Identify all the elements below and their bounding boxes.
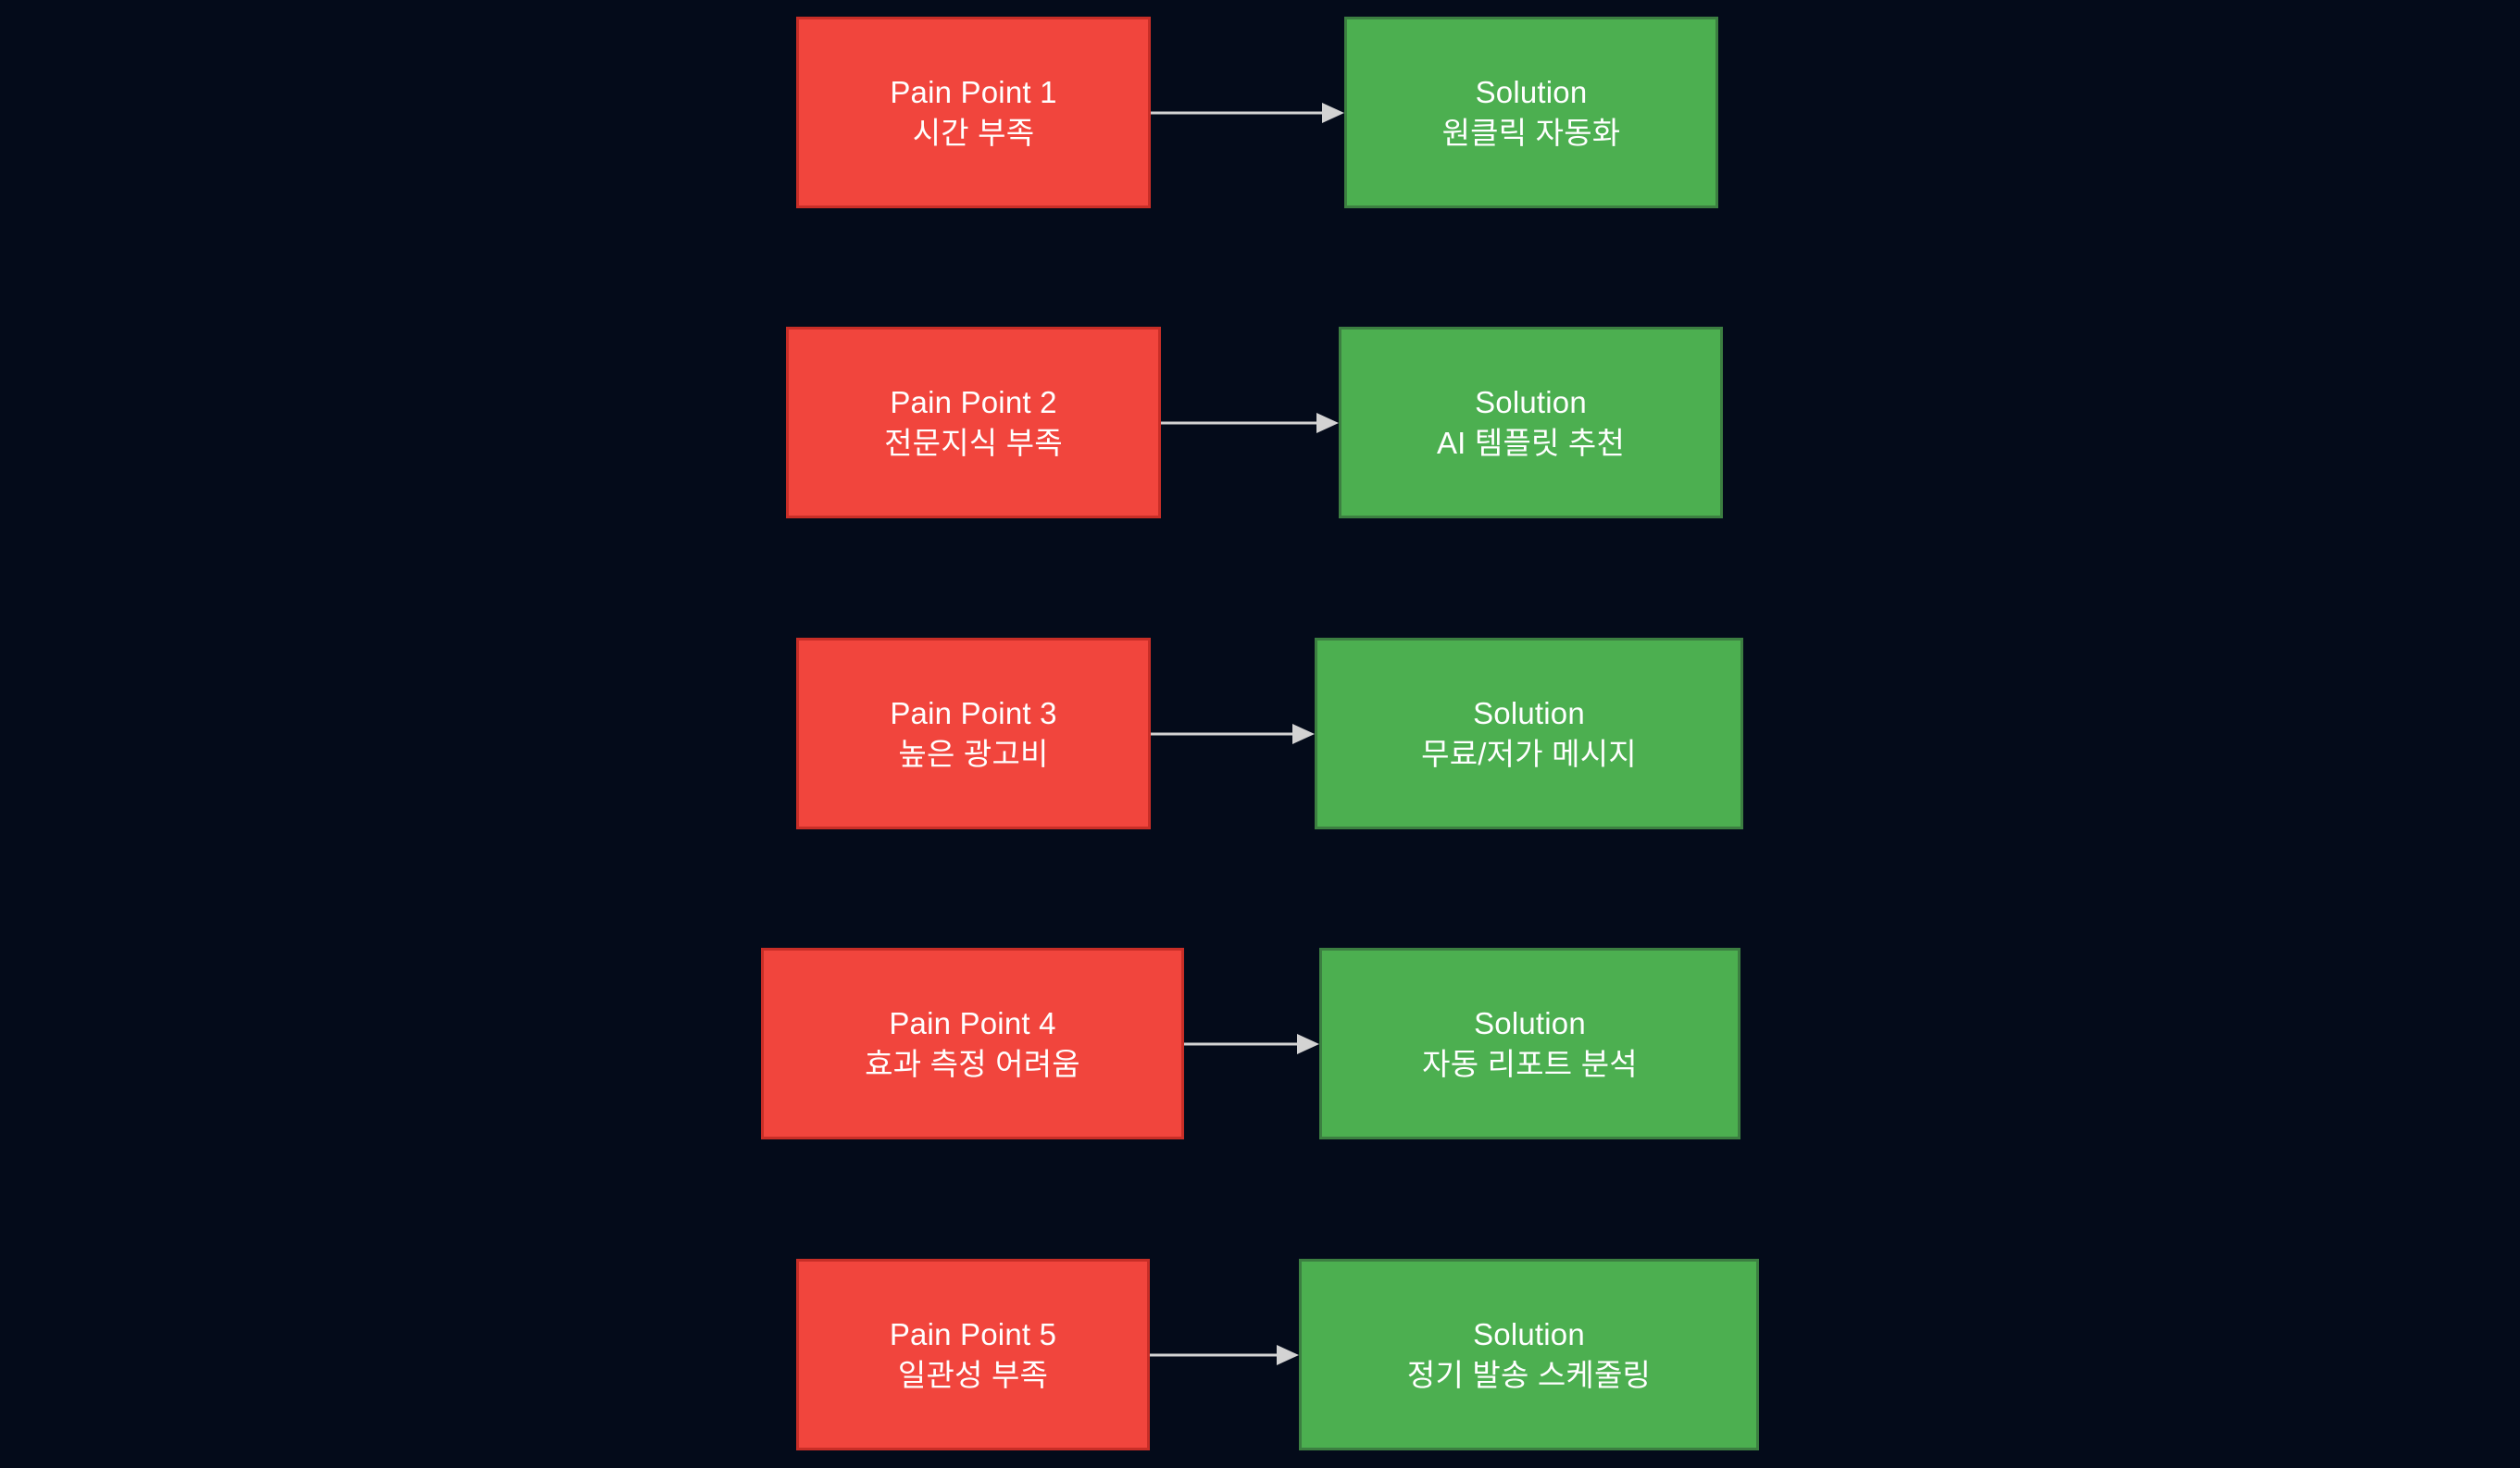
pain-node-detail: 효과 측정 어려움: [865, 1046, 1080, 1081]
pain-node-title: Pain Point 2: [890, 384, 1057, 419]
solution-node-detail: AI 템플릿 추천: [1436, 425, 1626, 460]
solution-node-2[interactable]: Solution AI 템플릿 추천: [1339, 327, 1723, 518]
solution-node-3[interactable]: Solution 무료/저가 메시지: [1315, 638, 1743, 829]
pain-node-title: Pain Point 4: [889, 1005, 1056, 1040]
solution-node-title: Solution: [1475, 74, 1588, 109]
solution-node-title: Solution: [1475, 384, 1587, 419]
pain-point-node-2[interactable]: Pain Point 2 전문지식 부족: [786, 327, 1161, 518]
solution-node-1[interactable]: Solution 원클릭 자동화: [1344, 17, 1718, 208]
pain-node-detail: 높은 광고비: [898, 736, 1049, 771]
solution-node-5[interactable]: Solution 정기 발송 스케줄링: [1299, 1259, 1759, 1450]
solution-node-title: Solution: [1474, 1005, 1586, 1040]
solution-node-detail: 무료/저가 메시지: [1421, 736, 1637, 771]
pain-point-node-1[interactable]: Pain Point 1 시간 부족: [796, 17, 1151, 208]
flow-arrow-4: [1184, 1030, 1319, 1058]
solution-node-title: Solution: [1473, 695, 1585, 730]
pain-node-title: Pain Point 5: [889, 1316, 1057, 1351]
solution-node-4[interactable]: Solution 자동 리포트 분석: [1319, 948, 1740, 1139]
solution-node-detail: 원클릭 자동화: [1441, 115, 1621, 150]
flow-arrow-3: [1151, 720, 1315, 748]
pain-node-title: Pain Point 3: [890, 695, 1057, 730]
flow-arrow-2: [1161, 409, 1339, 437]
pain-point-node-4[interactable]: Pain Point 4 효과 측정 어려움: [761, 948, 1184, 1139]
pain-node-detail: 전문지식 부족: [884, 425, 1063, 460]
solution-node-detail: 자동 리포트 분석: [1422, 1046, 1638, 1081]
solution-node-title: Solution: [1473, 1316, 1585, 1351]
pain-point-node-3[interactable]: Pain Point 3 높은 광고비: [796, 638, 1151, 829]
pain-node-detail: 시간 부족: [912, 115, 1035, 150]
pain-node-detail: 일관성 부족: [897, 1357, 1049, 1392]
solution-node-detail: 정기 발송 스케줄링: [1406, 1357, 1652, 1392]
flow-arrow-5: [1150, 1341, 1299, 1369]
flow-arrow-1: [1151, 99, 1344, 127]
pain-node-title: Pain Point 1: [890, 74, 1057, 109]
pain-point-node-5[interactable]: Pain Point 5 일관성 부족: [796, 1259, 1150, 1450]
